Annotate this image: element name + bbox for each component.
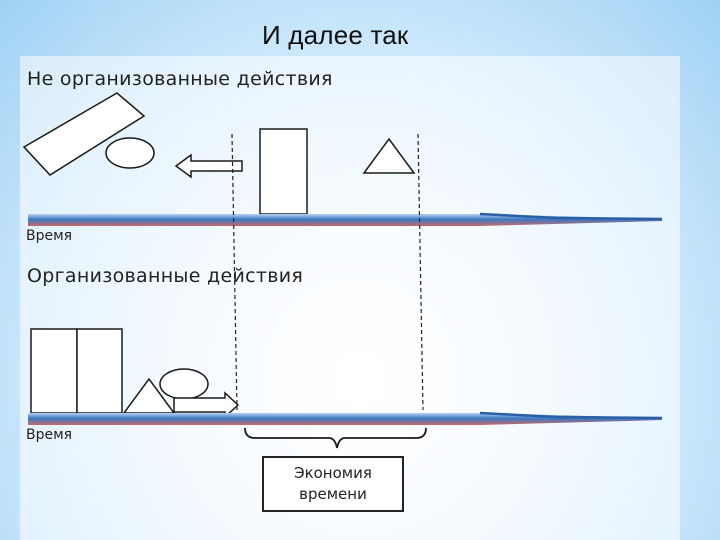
time-arrow-bottom [28, 411, 663, 425]
parallelogram-shape [22, 92, 146, 176]
time-label-bottom: Время [26, 427, 73, 443]
circle-shape [105, 137, 155, 169]
time-arrow-top [28, 212, 663, 226]
tall-rectangle-shape [259, 128, 308, 215]
right-arrow-shape [173, 391, 240, 419]
rectangle-shape-2 [76, 328, 123, 414]
slide-title: И далее так [262, 20, 409, 50]
section-heading-unorganized: Не организованные действия [27, 68, 333, 90]
savings-line-1: Экономия [294, 464, 372, 482]
savings-line-2: времени [299, 485, 367, 503]
curly-brace [244, 427, 427, 449]
section-heading-organized: Организованные действия [27, 265, 304, 287]
circle-shape-organized [159, 368, 209, 400]
triangle-shape [362, 137, 416, 174]
dashed-guide-right [417, 133, 424, 411]
time-label-top: Время [26, 228, 73, 244]
time-savings-box: Экономия времени [262, 456, 404, 512]
rectangle-shape-1 [30, 328, 78, 414]
left-arrow-shape [174, 153, 243, 179]
